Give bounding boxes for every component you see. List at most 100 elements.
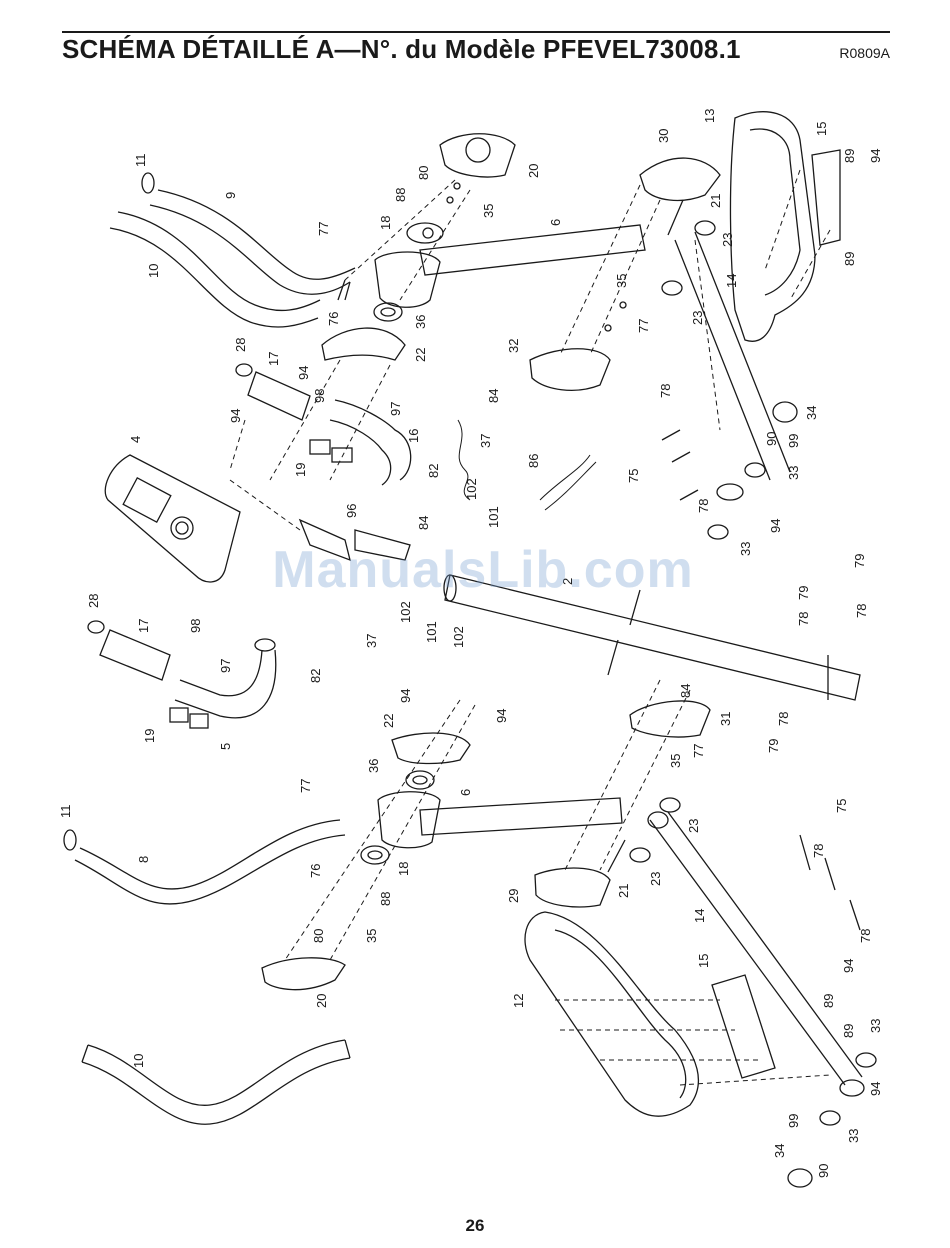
- callout: 79: [852, 554, 867, 568]
- callout: 75: [834, 799, 849, 813]
- callout: 34: [772, 1144, 787, 1158]
- callout: 23: [690, 311, 705, 325]
- callout: 29: [506, 889, 521, 903]
- callout: 94: [494, 709, 509, 723]
- callout: 78: [796, 612, 811, 626]
- callout: 94: [841, 959, 856, 973]
- callout: 94: [398, 689, 413, 703]
- callout: 23: [720, 233, 735, 247]
- callout: 94: [868, 149, 883, 163]
- callout: 32: [506, 339, 521, 353]
- callout: 33: [846, 1129, 861, 1143]
- callout: 33: [738, 542, 753, 556]
- callout: 28: [233, 338, 248, 352]
- callout: 35: [668, 754, 683, 768]
- main-frame: [443, 574, 861, 701]
- callout: 88: [378, 892, 393, 906]
- callout: 99: [786, 434, 801, 448]
- callout: 36: [413, 315, 428, 329]
- callout: 18: [396, 862, 411, 876]
- lower-handlebar-assembly: [87, 620, 277, 729]
- callout: 98: [188, 619, 203, 633]
- callout: 77: [316, 222, 331, 236]
- callout: 35: [614, 274, 629, 288]
- callout: 78: [858, 929, 873, 943]
- callout: 80: [311, 929, 326, 943]
- callout: 31: [718, 712, 733, 726]
- callout: 20: [314, 994, 329, 1008]
- callout: 15: [696, 954, 711, 968]
- callout: 9: [223, 192, 238, 199]
- watermark: ManualsLib.com: [272, 541, 694, 599]
- callout: 35: [481, 204, 496, 218]
- callout: 14: [692, 909, 707, 923]
- callout: 6: [458, 789, 473, 796]
- callout: 34: [804, 406, 819, 420]
- callout: 22: [381, 714, 396, 728]
- callout: 37: [478, 434, 493, 448]
- callout: 84: [416, 516, 431, 530]
- callout: 76: [308, 864, 323, 878]
- callout: 28: [86, 594, 101, 608]
- callout: 102: [451, 626, 466, 648]
- callout: 97: [388, 402, 403, 416]
- callout: 6: [548, 219, 563, 226]
- callout: 84: [486, 389, 501, 403]
- callout: 19: [142, 729, 157, 743]
- callout: 12: [511, 994, 526, 1008]
- callout: 101: [424, 621, 439, 643]
- callout: 33: [868, 1019, 883, 1033]
- page-title: SCHÉMA DÉTAILLÉ A—N°. du Modèle PFEVEL73…: [62, 34, 741, 64]
- callout: 89: [842, 252, 857, 266]
- callout: 2: [560, 578, 575, 585]
- callout: 84: [678, 684, 693, 698]
- callout: 20: [526, 164, 541, 178]
- callout: 30: [656, 129, 671, 143]
- callout: 10: [131, 1054, 146, 1068]
- callout: 80: [416, 166, 431, 180]
- callout: 98: [312, 389, 327, 403]
- header-rule: [62, 31, 890, 33]
- callout-labels: 11 9 10 77 76 18 88 80 35 20 36 22 94 28…: [58, 109, 883, 1178]
- callout: 75: [626, 469, 641, 483]
- callout: 78: [854, 604, 869, 618]
- callout: 77: [636, 319, 651, 333]
- callout: 79: [796, 586, 811, 600]
- callout: 11: [133, 154, 148, 168]
- callout: 13: [702, 109, 717, 123]
- callout: 88: [393, 188, 408, 202]
- callout: 22: [413, 348, 428, 362]
- callout: 21: [616, 884, 631, 898]
- upper-arm-assembly: [109, 133, 721, 481]
- page-header: SCHÉMA DÉTAILLÉ A—N°. du Modèle PFEVEL73…: [62, 34, 890, 68]
- callout: 99: [786, 1114, 801, 1128]
- callout: 35: [364, 929, 379, 943]
- callout: 10: [146, 264, 161, 278]
- arm-part-10-bottom: [81, 1039, 351, 1125]
- callout: 23: [686, 819, 701, 833]
- callout: 78: [658, 384, 673, 398]
- callout: 5: [218, 743, 233, 750]
- callout: 17: [266, 352, 281, 366]
- callout: 94: [768, 519, 783, 533]
- callout: 78: [776, 712, 791, 726]
- callout: 101: [486, 506, 501, 528]
- callout: 19: [293, 463, 308, 477]
- callout: 97: [218, 659, 233, 673]
- callout: 78: [811, 844, 826, 858]
- callout: 18: [378, 216, 393, 230]
- callout: 14: [724, 274, 739, 288]
- callout: 94: [296, 366, 311, 380]
- callout: 37: [364, 634, 379, 648]
- console-assembly: [104, 363, 597, 583]
- callout: 82: [426, 464, 441, 478]
- callout: 82: [308, 669, 323, 683]
- lower-pedal-assembly: [524, 811, 877, 1188]
- callout: 89: [842, 149, 857, 163]
- callout: 89: [821, 994, 836, 1008]
- callout: 4: [128, 436, 143, 443]
- drawing-code: R0809A: [839, 45, 890, 61]
- callout: 77: [691, 744, 706, 758]
- callout: 90: [764, 432, 779, 446]
- callout: 16: [406, 429, 421, 443]
